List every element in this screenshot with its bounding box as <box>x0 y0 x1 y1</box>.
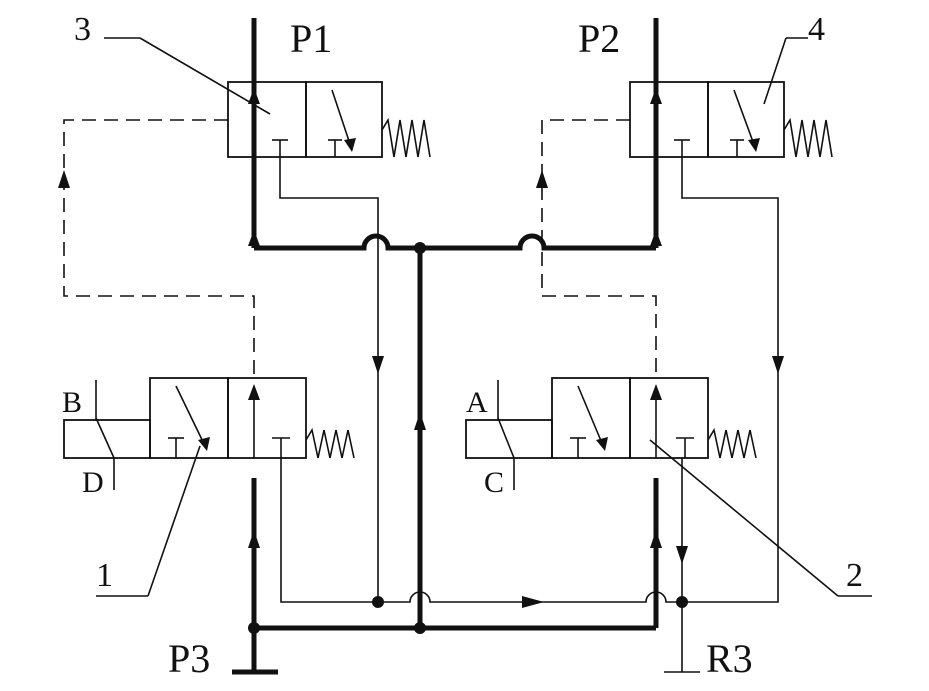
flow-arrow <box>676 546 688 564</box>
control-label-b: B <box>62 386 82 419</box>
flow-arrow <box>248 530 260 548</box>
callout-3: 3 <box>74 11 91 48</box>
main-supply-lines <box>232 18 659 675</box>
valve-1 <box>63 377 355 490</box>
leader-line <box>649 439 839 597</box>
junction-dot <box>248 622 260 634</box>
valve-3 <box>227 81 431 158</box>
flow-arrow <box>650 230 662 246</box>
flow-arrow <box>650 88 662 104</box>
control-label-a: A <box>466 386 488 419</box>
flow-arrow <box>372 356 384 374</box>
leader-line <box>147 445 201 597</box>
flow-arrow <box>248 384 260 400</box>
exhaust-lines <box>253 82 779 673</box>
port-label-p2: P2 <box>578 16 620 61</box>
flow-arrow <box>522 596 544 608</box>
flow-arrow <box>772 356 784 374</box>
port-label-r3: R3 <box>706 636 753 681</box>
junction-dot <box>414 242 426 254</box>
callout-2: 2 <box>846 557 863 594</box>
valve-2 <box>465 377 757 490</box>
callout-4: 4 <box>808 11 825 48</box>
flow-arrow <box>248 230 260 246</box>
leader-line <box>139 37 271 115</box>
leader-line <box>763 37 787 105</box>
callout-1: 1 <box>96 557 113 594</box>
flow-arrow <box>414 412 426 430</box>
flow-arrow <box>650 384 662 400</box>
control-label-c: C <box>484 466 504 499</box>
pilot-lines <box>58 119 657 378</box>
valve-4 <box>629 81 833 158</box>
junction-dot <box>414 622 426 634</box>
port-label-p3: P3 <box>168 636 210 681</box>
flow-arrow <box>650 530 662 548</box>
control-label-d: D <box>82 466 104 499</box>
port-label-p1: P1 <box>290 16 332 61</box>
flow-arrow <box>248 88 260 104</box>
